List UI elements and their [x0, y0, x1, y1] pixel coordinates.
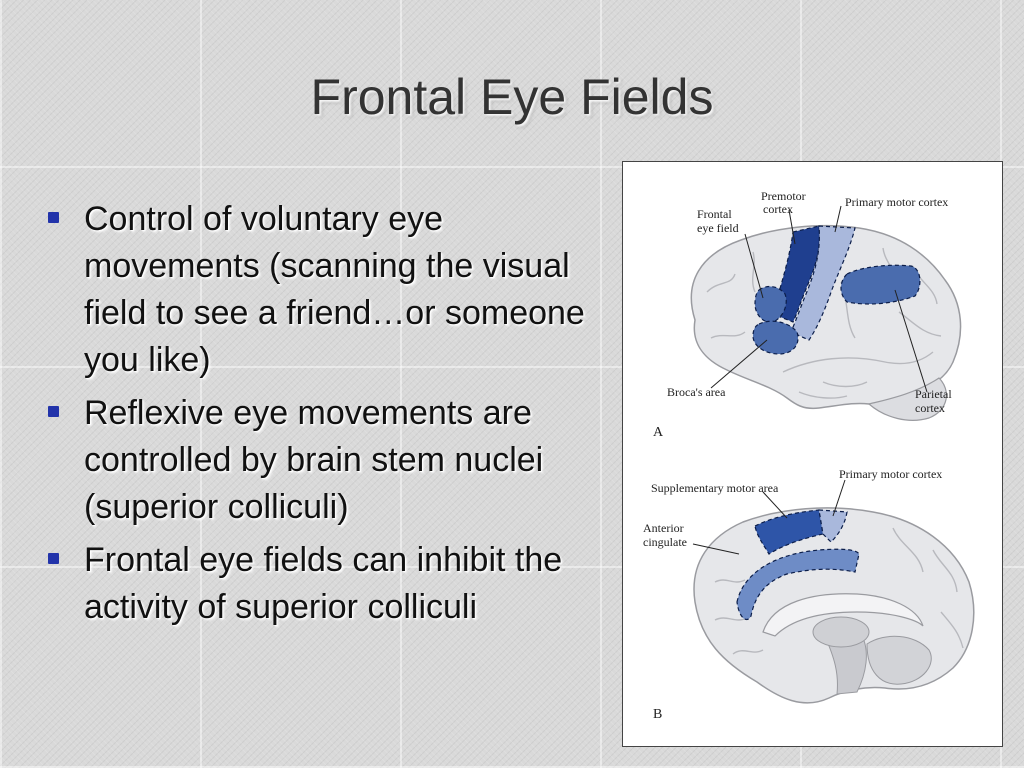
- bullet-list: Control of voluntary eye movements (scan…: [44, 196, 614, 637]
- brain-figure: Frontal eye field Premotor cortex Primar…: [622, 161, 1003, 747]
- label-brocas-area: Broca's area: [667, 385, 726, 399]
- primary-motor-region: [790, 225, 856, 341]
- label-parietal-line2: cortex: [915, 401, 945, 415]
- label-frontal-eye-field-line1: Frontal: [697, 207, 732, 221]
- square-bullet-icon: [48, 212, 59, 223]
- brocas-area-region: [752, 320, 799, 355]
- primary-motor-medial-region: [818, 509, 848, 543]
- parietal-cortex-region: [840, 264, 921, 305]
- bullet-text: Reflexive eye movements are controlled b…: [84, 394, 544, 526]
- medial-cerebellum-shape: [866, 635, 932, 685]
- frontal-eye-field-region: [754, 285, 787, 323]
- square-bullet-icon: [48, 406, 59, 417]
- label-primary-motor-b: Primary motor cortex: [839, 467, 942, 481]
- medial-gyri: [714, 527, 964, 655]
- brain-diagram: Frontal eye field Premotor cortex Primar…: [643, 189, 975, 722]
- bullet-item: Reflexive eye movements are controlled b…: [44, 390, 614, 531]
- cerebellum-shape: [867, 377, 947, 421]
- supplementary-motor-region: [754, 509, 824, 555]
- slide-title: Frontal Eye Fields: [310, 69, 714, 125]
- bullet-item: Control of voluntary eye movements (scan…: [44, 196, 614, 384]
- leader-lines-b: [692, 479, 846, 555]
- panel-letter-a: A: [653, 425, 664, 440]
- bullet-text: Frontal eye fields can inhibit the activ…: [84, 541, 563, 626]
- square-bullet-icon: [48, 553, 59, 564]
- label-premotor-line1: Premotor: [761, 189, 806, 203]
- anterior-cingulate-region: [736, 548, 860, 621]
- label-premotor-line2: cortex: [763, 202, 793, 216]
- label-anterior-cingulate-line1: Anterior: [643, 521, 684, 535]
- label-supplementary-motor: Supplementary motor area: [651, 481, 779, 495]
- label-anterior-cingulate-line2: cingulate: [643, 535, 687, 549]
- label-parietal-line1: Parietal: [915, 387, 952, 401]
- corpus-callosum-shape: [762, 593, 924, 637]
- label-frontal-eye-field-line2: eye field: [697, 221, 739, 235]
- thalamus-shape: [812, 616, 870, 648]
- bullet-text: Control of voluntary eye movements (scan…: [84, 200, 585, 379]
- label-primary-motor-a: Primary motor cortex: [845, 195, 948, 209]
- bullet-item: Frontal eye fields can inhibit the activ…: [44, 537, 614, 631]
- leader-lines-a: [710, 205, 928, 393]
- medial-brain-view: Primary motor cortex Supplementary motor…: [643, 467, 975, 722]
- panel-letter-b: B: [653, 707, 662, 722]
- lateral-brain-view: Frontal eye field Premotor cortex Primar…: [653, 189, 962, 440]
